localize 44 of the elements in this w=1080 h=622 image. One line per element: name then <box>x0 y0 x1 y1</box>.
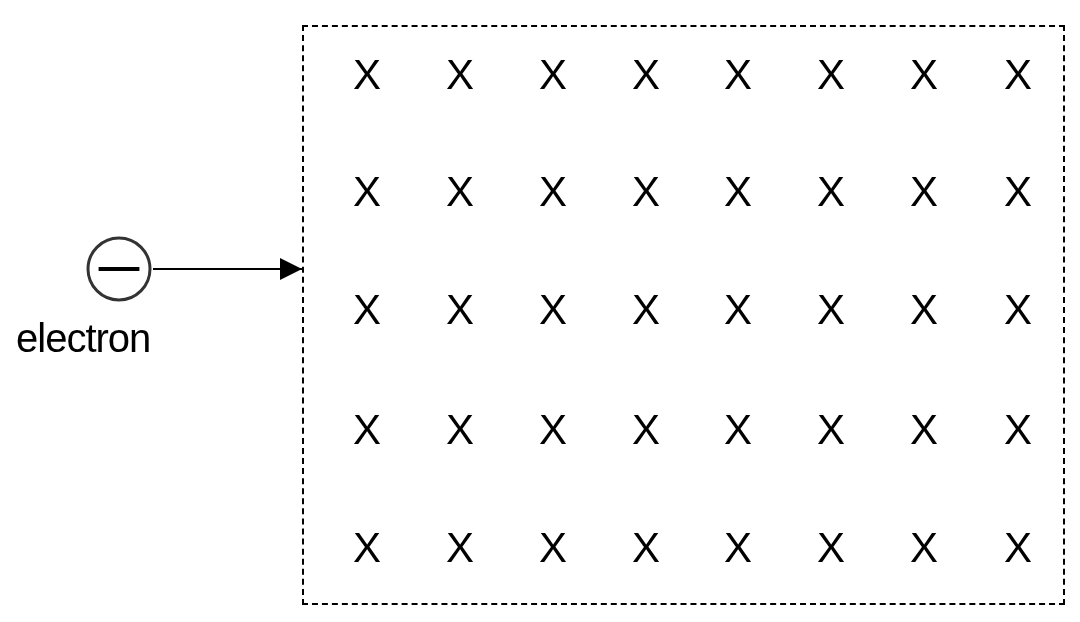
field-cross: X <box>632 289 660 331</box>
field-cross: X <box>724 527 752 569</box>
arrow <box>152 258 303 280</box>
field-cross: X <box>817 409 845 451</box>
field-cross: X <box>539 289 567 331</box>
field-cross: X <box>539 527 567 569</box>
field-cross: X <box>1004 409 1032 451</box>
field-cross: X <box>1004 54 1032 96</box>
field-cross: X <box>632 409 660 451</box>
field-cross: X <box>353 289 381 331</box>
field-cross: X <box>724 289 752 331</box>
field-cross: X <box>539 54 567 96</box>
field-cross: X <box>539 171 567 213</box>
electron-symbol <box>85 235 153 303</box>
field-cross: X <box>1004 171 1032 213</box>
field-cross: X <box>632 54 660 96</box>
field-cross: X <box>1004 527 1032 569</box>
field-cross: X <box>910 409 938 451</box>
field-cross: X <box>632 527 660 569</box>
field-cross: X <box>446 171 474 213</box>
field-cross: X <box>353 527 381 569</box>
field-cross: X <box>724 409 752 451</box>
field-cross: X <box>446 54 474 96</box>
field-cross: X <box>446 527 474 569</box>
field-cross: X <box>446 289 474 331</box>
field-cross: X <box>910 289 938 331</box>
field-region <box>302 25 1065 605</box>
field-cross: X <box>539 409 567 451</box>
field-cross: X <box>817 54 845 96</box>
field-cross: X <box>817 527 845 569</box>
electron-label: electron <box>16 318 151 358</box>
field-cross: X <box>632 171 660 213</box>
field-cross: X <box>817 171 845 213</box>
field-cross: X <box>724 54 752 96</box>
field-cross: X <box>446 409 474 451</box>
field-cross: X <box>724 171 752 213</box>
field-cross: X <box>353 409 381 451</box>
field-cross: X <box>353 171 381 213</box>
field-cross: X <box>910 527 938 569</box>
field-cross: X <box>817 289 845 331</box>
field-cross: X <box>353 54 381 96</box>
field-cross: X <box>910 171 938 213</box>
field-cross: X <box>1004 289 1032 331</box>
field-cross: X <box>910 54 938 96</box>
